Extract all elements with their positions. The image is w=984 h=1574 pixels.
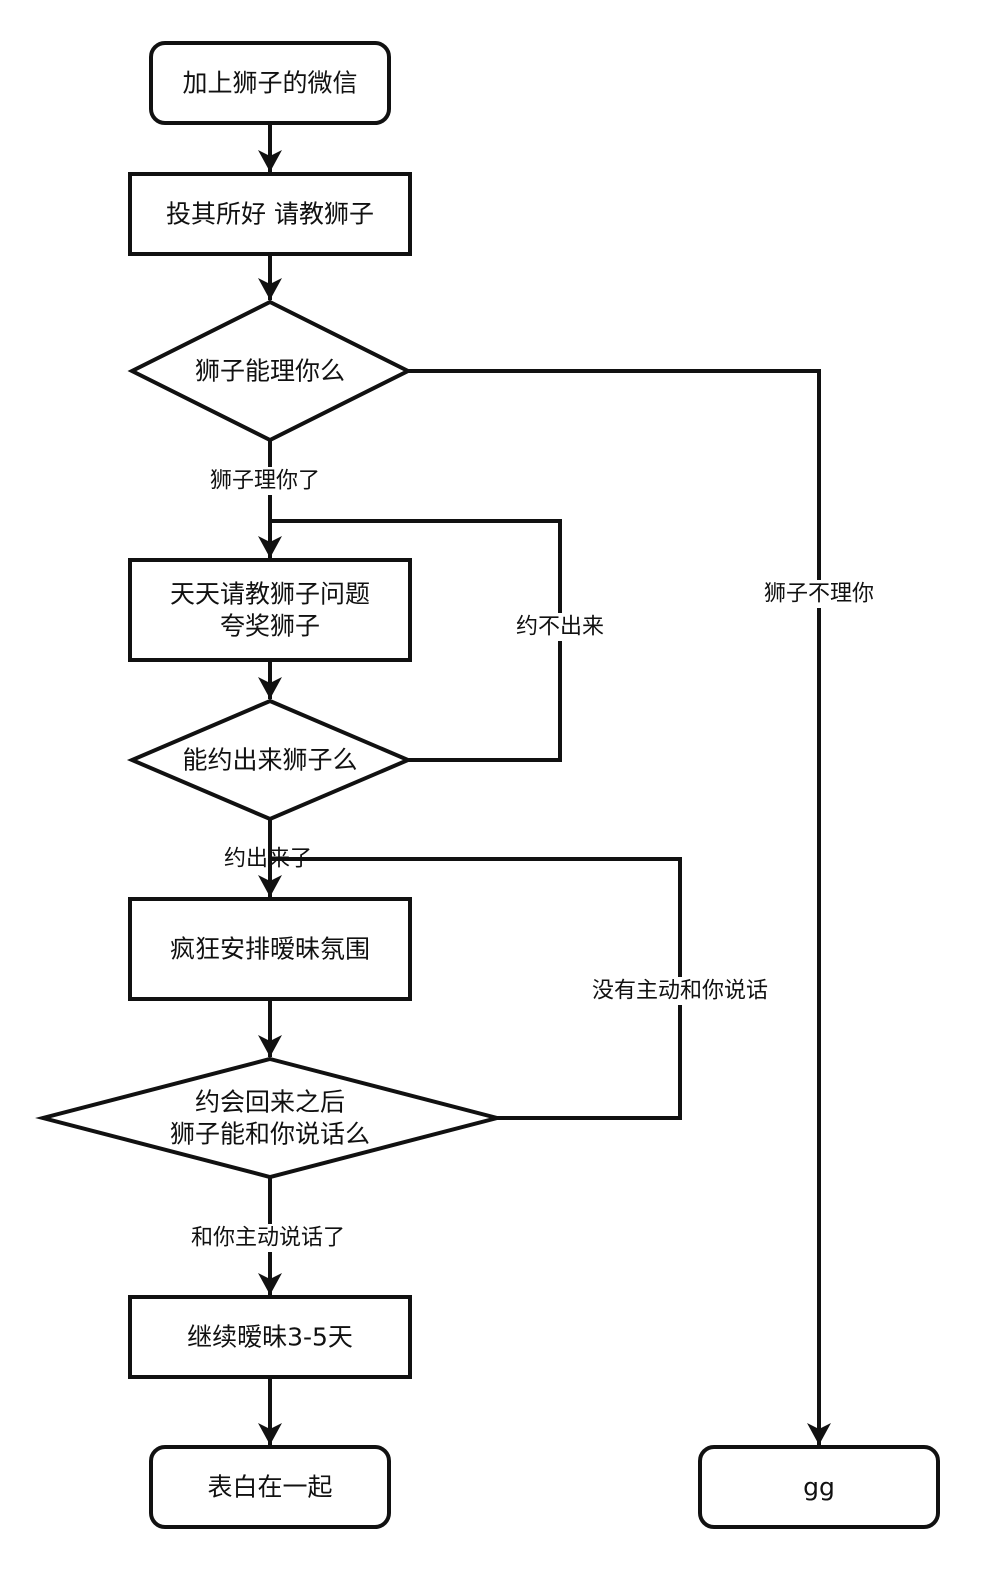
edge-label: 狮子不理你 — [761, 580, 877, 608]
node-confess: 表白在一起 — [149, 1445, 391, 1529]
node-continue: 继续暧昧3-5天 — [128, 1295, 412, 1379]
process-box — [128, 897, 412, 1001]
edge-label: 没有主动和你说话 — [589, 977, 771, 1005]
node-label: 狮子能和你说话么 — [170, 1120, 370, 1149]
terminal-box — [149, 41, 391, 125]
node-label: 继续暧昧3-5天 — [187, 1323, 353, 1352]
node-label: 能约出来狮子么 — [182, 746, 357, 775]
arrowhead — [258, 150, 282, 172]
terminal-box — [698, 1445, 940, 1529]
connector-line — [408, 369, 821, 1445]
edge-q-reply-to-gg — [408, 369, 831, 1445]
edge-label-text: 约不出来 — [516, 615, 604, 640]
edge-label-text: 和你主动说话了 — [191, 1226, 345, 1251]
arrowhead — [807, 1423, 831, 1445]
edge-label: 约不出来 — [513, 613, 607, 641]
edge-label-text: 约出来了 — [224, 847, 312, 872]
arrowhead — [258, 536, 282, 558]
edge-label-background — [188, 1224, 348, 1252]
edge-label: 约出来了 — [224, 847, 312, 872]
edge-label-background — [207, 467, 323, 495]
node-q-date: 能约出来狮子么 — [126, 698, 414, 822]
node-add-wechat: 加上狮子的微信 — [149, 41, 391, 125]
edge-ambiance-to-q-talk — [258, 999, 282, 1057]
process-box — [128, 558, 412, 662]
edge-add-wechat-to-cater — [258, 123, 282, 172]
edge-continue-to-confess — [258, 1377, 282, 1445]
node-label: 疯狂安排暧昧氛围 — [170, 935, 370, 964]
edge-label: 和你主动说话了 — [188, 1224, 348, 1252]
edge-label-text: 没有主动和你说话 — [592, 979, 768, 1004]
edge-label-background — [513, 613, 607, 641]
edge-cater-to-q-reply — [258, 254, 282, 300]
node-label: 夸奖狮子 — [220, 612, 320, 641]
arrowhead — [258, 278, 282, 300]
terminal-box — [149, 1445, 391, 1529]
edge-label-background — [761, 580, 877, 608]
arrowhead — [258, 677, 282, 699]
node-cater: 投其所好 请教狮子 — [128, 172, 412, 256]
node-label: gg — [803, 1473, 835, 1502]
node-gg: gg — [698, 1445, 940, 1529]
process-box — [128, 172, 412, 256]
node-label: 狮子能理你么 — [195, 357, 345, 386]
decision-diamond — [126, 698, 414, 822]
edge-label-background — [589, 977, 771, 1005]
edges-layer — [258, 123, 831, 1445]
node-label: 约会回来之后 — [195, 1088, 345, 1117]
node-label: 表白在一起 — [207, 1473, 332, 1502]
node-label: 加上狮子的微信 — [182, 69, 357, 98]
arrowhead — [258, 1423, 282, 1445]
node-label: 天天请教狮子问题 — [170, 580, 370, 609]
node-ambiance: 疯狂安排暧昧氛围 — [128, 897, 412, 1001]
edge-daily-ask-to-q-date — [258, 660, 282, 699]
edge-q-reply-to-daily-ask — [258, 440, 282, 558]
process-box — [128, 1295, 412, 1379]
arrowhead — [258, 1273, 282, 1295]
node-label: 投其所好 请教狮子 — [166, 200, 374, 229]
decision-diamond — [127, 299, 413, 443]
node-q-reply: 狮子能理你么 — [127, 299, 413, 443]
decision-diamond — [35, 1056, 505, 1180]
arrowhead — [258, 1035, 282, 1057]
arrowhead — [258, 875, 282, 897]
edge-label: 狮子理你了 — [207, 467, 323, 495]
edge-label-text: 狮子不理你 — [764, 582, 874, 607]
edge-label-text: 狮子理你了 — [210, 469, 320, 494]
